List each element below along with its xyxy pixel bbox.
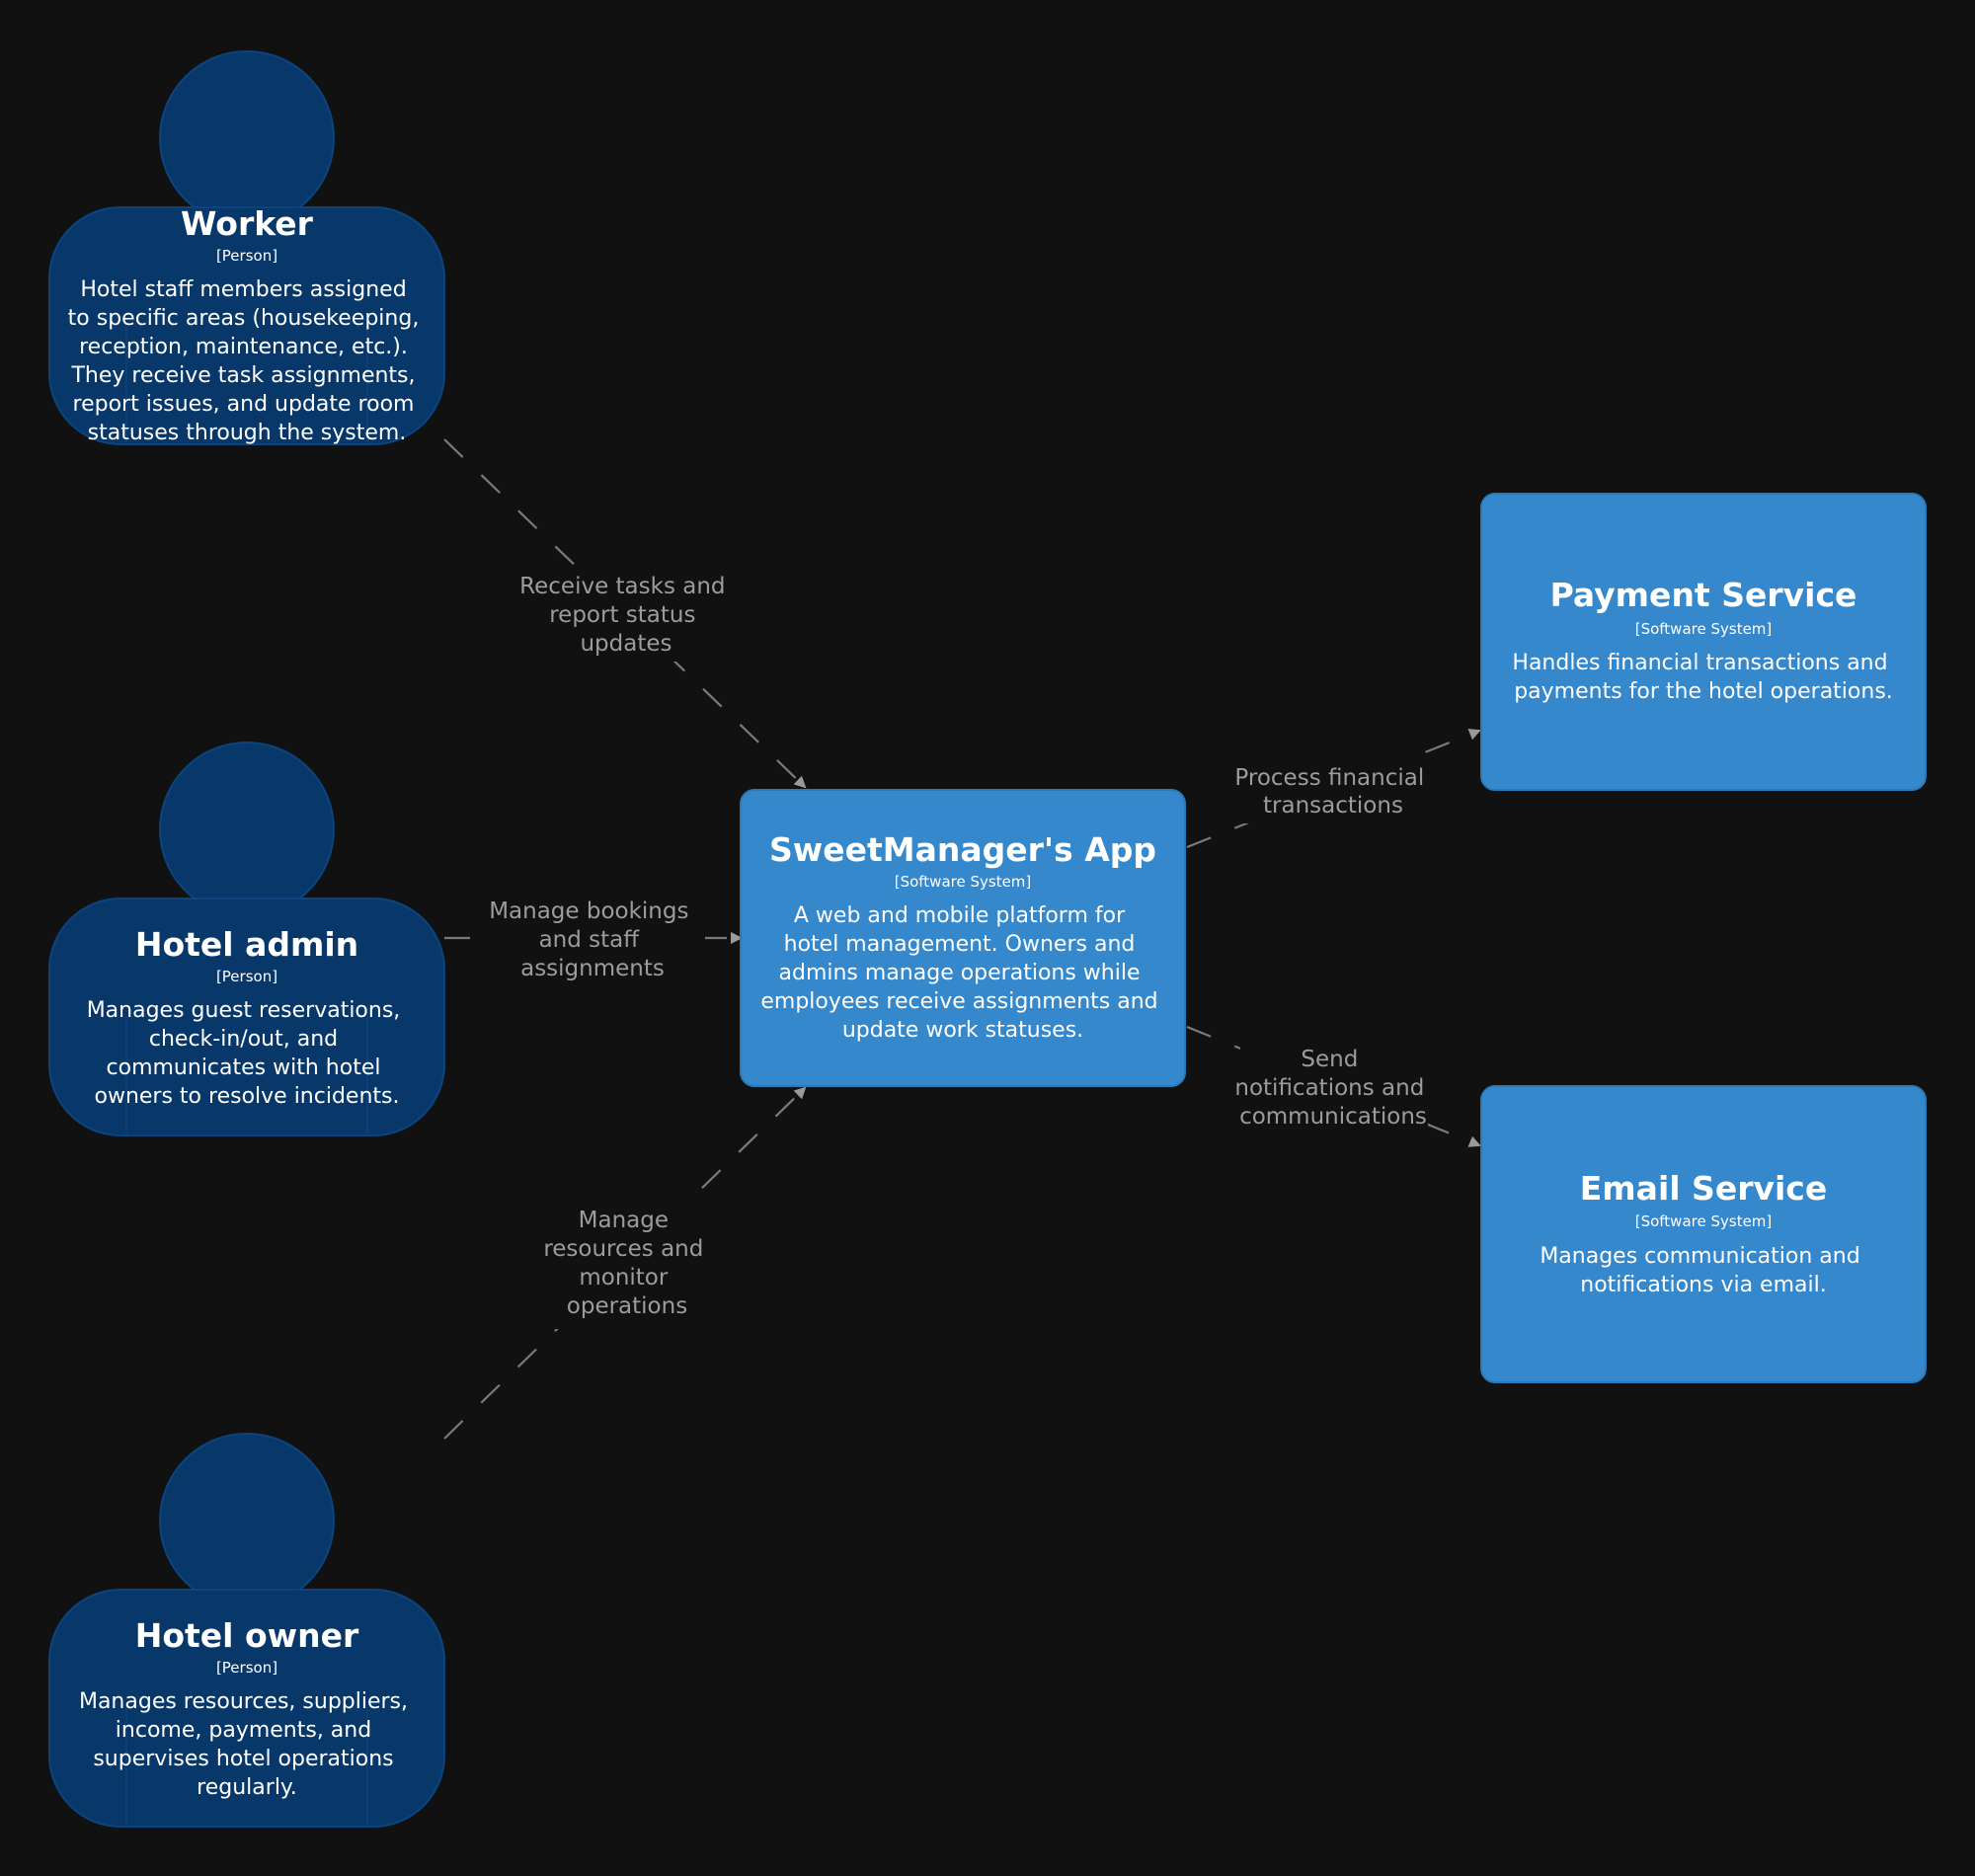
relationship-label: Manage bookings and staff assignments — [489, 899, 696, 981]
person-worker: Worker [Person] Hotel staff members assi… — [48, 50, 445, 445]
relationship-owner-to-app: Manage resources and monitor operations — [443, 1086, 807, 1440]
person-title: Hotel owner — [135, 1616, 359, 1655]
person-icon — [48, 50, 445, 445]
relationship-line — [443, 1086, 807, 1440]
relationship-label: Manage resources and monitor operations — [543, 1208, 710, 1319]
relationship-label-bg — [480, 893, 705, 987]
relationship-worker-to-app: Receive tasks and report status updates — [443, 438, 807, 789]
person-description: Manages resources, suppliers, income, pa… — [79, 1689, 415, 1800]
person-icon — [48, 1433, 445, 1828]
relationship-label: Receive tasks and report status updates — [519, 574, 733, 657]
system-box — [1480, 1085, 1927, 1383]
person-type: [Person] — [216, 968, 277, 985]
system-description: A web and mobile platform for hotel mana… — [760, 903, 1164, 1043]
person-icon — [48, 742, 445, 1136]
system-payment-service: Payment Service [Software System] Handle… — [1480, 493, 1927, 791]
relationship-app-to-payment: Process financial transactions — [1186, 729, 1481, 849]
system-email-service: Email Service [Software System] Manages … — [1480, 1085, 1927, 1383]
system-box — [1480, 493, 1927, 791]
person-title: Hotel admin — [135, 925, 358, 964]
relationship-admin-to-app: Manage bookings and staff assignments — [444, 893, 743, 987]
relationship-label-bg — [514, 565, 741, 662]
system-type: [Software System] — [1635, 620, 1773, 638]
person-description: Manages guest reservations, check-in/out… — [87, 998, 408, 1109]
relationship-line — [443, 438, 807, 789]
system-title: SweetManager's App — [769, 830, 1156, 869]
person-hotel-admin: Hotel admin [Person] Manages guest reser… — [48, 742, 445, 1136]
relationship-app-to-email: Send notifications and communications — [1186, 1025, 1481, 1147]
person-type: [Person] — [216, 1659, 277, 1677]
system-sweetmanager-app: SweetManager's App [Software System] A w… — [740, 789, 1186, 1087]
system-description: Handles financial transactions and payme… — [1512, 651, 1894, 704]
person-type: [Person] — [216, 247, 277, 265]
relationship-label: Process financial transactions — [1234, 765, 1431, 819]
system-title: Payment Service — [1550, 576, 1857, 614]
system-description: Manages communication and notifications … — [1540, 1244, 1866, 1297]
system-type: [Software System] — [1635, 1212, 1773, 1230]
relationship-label: Send notifications and communications — [1234, 1047, 1431, 1130]
relationship-label-bg — [538, 1201, 716, 1329]
relationship-label-bg — [1240, 1042, 1428, 1131]
system-box — [740, 789, 1186, 1087]
relationship-label-bg — [1234, 756, 1432, 823]
person-hotel-owner: Hotel owner [Person] Manages resources, … — [48, 1433, 445, 1828]
system-type: [Software System] — [895, 873, 1032, 891]
system-title: Email Service — [1580, 1169, 1828, 1208]
person-title: Worker — [181, 204, 314, 243]
person-description: Hotel staff members assigned to specific… — [68, 277, 427, 445]
